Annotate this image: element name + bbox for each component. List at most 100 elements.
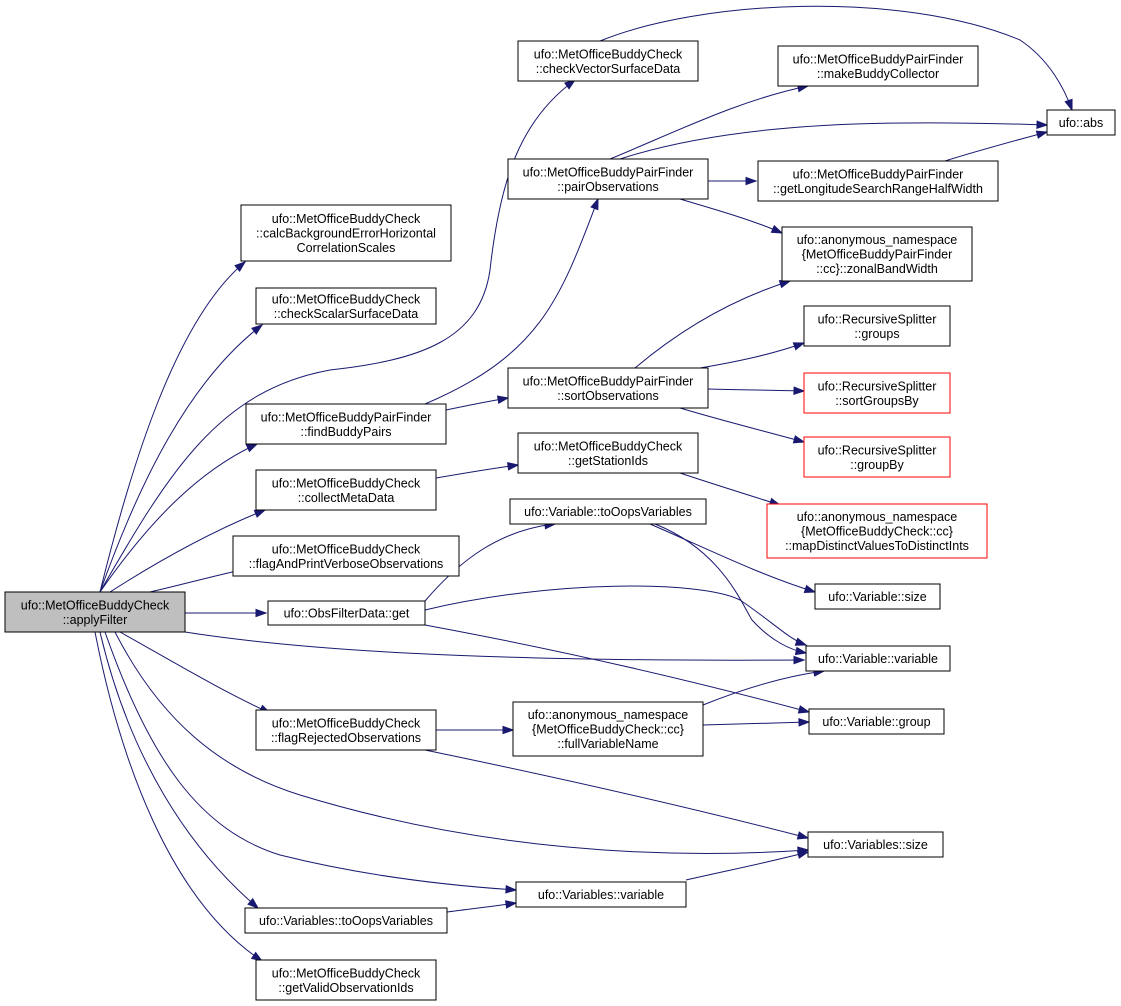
node-makeBuddy[interactable]: ufo::MetOfficeBuddyPairFinder::makeBuddy… bbox=[777, 45, 979, 87]
node-box bbox=[515, 881, 687, 908]
node-label-line: ufo::ObsFilterData::get bbox=[284, 607, 410, 621]
node-box bbox=[507, 367, 709, 409]
node-label-line: ::getValidObservationIds bbox=[278, 981, 413, 995]
node-box bbox=[509, 498, 707, 525]
node-varSize[interactable]: ufo::Variable::size bbox=[814, 583, 941, 610]
node-label-line: ufo::abs bbox=[1059, 116, 1103, 130]
node-mapDistinct[interactable]: ufo::anonymous_namespace{MetOfficeBuddyC… bbox=[766, 503, 988, 559]
node-label-line: ufo::MetOfficeBuddyCheck bbox=[21, 598, 170, 612]
node-label-line: ::fullVariableName bbox=[557, 737, 658, 751]
edge-applyFilter-to-findBuddyPairs bbox=[99, 443, 258, 593]
node-label-line: ::getLongitudeSearchRangeHalfWidth bbox=[773, 182, 983, 196]
edge-flagRejected-to-varsSize bbox=[424, 749, 809, 839]
node-label-line: ufo::MetOfficeBuddyCheck bbox=[272, 212, 421, 226]
edge-getLongitude-to-abs bbox=[944, 131, 1048, 162]
node-varVariable[interactable]: ufo::Variable::variable bbox=[805, 645, 951, 672]
node-label-line: ::sortGroupsBy bbox=[835, 394, 919, 408]
edge-pairObs-to-makeBuddy bbox=[609, 85, 809, 160]
node-label-line: ::flagAndPrintVerboseObservations bbox=[249, 557, 444, 571]
edge-getStationIds-to-mapDistinct bbox=[679, 472, 781, 506]
edge-applyFilter-to-flagRejected bbox=[119, 631, 271, 714]
node-box bbox=[757, 160, 999, 202]
node-sortObs[interactable]: ufo::MetOfficeBuddyPairFinder::sortObser… bbox=[507, 367, 709, 409]
node-label-line: ufo::Variables::variable bbox=[538, 888, 664, 902]
node-flagAndPrint[interactable]: ufo::MetOfficeBuddyCheck::flagAndPrintVe… bbox=[232, 535, 460, 577]
node-label-line: ufo::RecursiveSplitter bbox=[818, 379, 937, 393]
node-varsSize[interactable]: ufo::Variables::size bbox=[807, 831, 944, 858]
node-label-line: ufo::Variable::size bbox=[828, 590, 926, 604]
node-label-line: ::flagRejectedObservations bbox=[271, 731, 421, 745]
node-box bbox=[517, 432, 699, 474]
edge-applyFilter-to-varsVariable bbox=[104, 631, 517, 891]
node-label-line: ::groupBy bbox=[850, 458, 904, 472]
node-box bbox=[245, 403, 447, 445]
node-rsGroups[interactable]: ufo::RecursiveSplitter::groups bbox=[803, 305, 951, 347]
node-getLongitude[interactable]: ufo::MetOfficeBuddyPairFinder::getLongit… bbox=[757, 160, 999, 202]
node-label-line: ::applyFilter bbox=[63, 613, 128, 627]
node-label-line: {MetOfficeBuddyCheck::cc} bbox=[801, 525, 953, 539]
node-box bbox=[244, 907, 448, 934]
node-label-line: ufo::Variable::group bbox=[822, 715, 930, 729]
node-label-line: ufo::Variable::variable bbox=[818, 652, 938, 666]
arrowhead-collectMeta-to-getStationIds bbox=[507, 462, 520, 471]
node-varsToOops[interactable]: ufo::Variables::toOopsVariables bbox=[244, 907, 448, 934]
node-abs[interactable]: ufo::abs bbox=[1046, 109, 1116, 136]
node-applyFilter[interactable]: ufo::MetOfficeBuddyCheck::applyFilter bbox=[4, 591, 186, 633]
node-label-line: ufo::MetOfficeBuddyPairFinder bbox=[523, 374, 694, 388]
node-label-line: ufo::anonymous_namespace bbox=[797, 510, 958, 524]
arrowhead-applyFilter-to-checkScalar bbox=[251, 324, 264, 335]
arrowhead-varToOops-to-varSize bbox=[803, 584, 817, 594]
node-pairObs[interactable]: ufo::MetOfficeBuddyPairFinder::pairObser… bbox=[507, 158, 709, 200]
edges-layer bbox=[94, 5, 1073, 962]
node-rsSortGroupsBy[interactable]: ufo::RecursiveSplitter::sortGroupsBy bbox=[803, 372, 951, 414]
node-checkScalar[interactable]: ufo::MetOfficeBuddyCheck::checkScalarSur… bbox=[255, 287, 437, 325]
node-fullVarName[interactable]: ufo::anonymous_namespace{MetOfficeBuddyC… bbox=[512, 701, 704, 757]
node-calcBG[interactable]: ufo::MetOfficeBuddyCheck::calcBackground… bbox=[240, 204, 452, 262]
node-zonalBand[interactable]: ufo::anonymous_namespace{MetOfficeBuddyP… bbox=[781, 226, 973, 282]
node-collectMeta[interactable]: ufo::MetOfficeBuddyCheck::collectMetaDat… bbox=[255, 469, 437, 511]
arrowhead-sortObs-to-zonalBand bbox=[778, 280, 792, 289]
node-box bbox=[803, 372, 951, 414]
node-label-line: ::mapDistinctValuesToDistinctInts bbox=[785, 539, 969, 553]
node-box bbox=[255, 287, 437, 325]
node-label-line: ufo::MetOfficeBuddyCheck bbox=[272, 716, 421, 730]
node-findBuddyPairs[interactable]: ufo::MetOfficeBuddyPairFinder::findBuddy… bbox=[245, 403, 447, 445]
node-label-line: ufo::MetOfficeBuddyPairFinder bbox=[793, 52, 964, 66]
edge-applyFilter-to-varVariable bbox=[184, 631, 805, 661]
node-label-line: ufo::MetOfficeBuddyCheck bbox=[272, 542, 421, 556]
node-label-line: ufo::MetOfficeBuddyCheck bbox=[534, 439, 683, 453]
edge-applyFilter-to-checkScalar bbox=[99, 324, 263, 593]
node-label-line: ufo::Variables::toOopsVariables bbox=[259, 914, 433, 928]
node-checkVector[interactable]: ufo::MetOfficeBuddyCheck::checkVectorSur… bbox=[517, 40, 699, 82]
node-label-line: ::checkVectorSurfaceData bbox=[536, 62, 681, 76]
node-flagRejected[interactable]: ufo::MetOfficeBuddyCheck::flagRejectedOb… bbox=[255, 709, 437, 751]
arrowhead-pairObs-to-zonalBand bbox=[770, 224, 784, 234]
node-rsGroupBy[interactable]: ufo::RecursiveSplitter::groupBy bbox=[803, 436, 951, 478]
arrowhead-varsVariable-to-varsSize bbox=[796, 850, 810, 859]
edge-applyFilter-to-flagAndPrint bbox=[149, 568, 246, 593]
arrowhead-applyFilter-to-checkVector bbox=[563, 79, 577, 90]
node-label-line: ufo::MetOfficeBuddyCheck bbox=[272, 292, 421, 306]
arrowhead-findBuddyPairs-to-pairObs bbox=[590, 197, 599, 211]
node-box bbox=[267, 600, 426, 626]
arrowhead-varToOops-to-varVariable bbox=[794, 646, 808, 656]
edge-sortObs-to-zonalBand bbox=[634, 280, 791, 369]
node-varsVariable[interactable]: ufo::Variables::variable bbox=[515, 881, 687, 908]
node-box bbox=[512, 701, 704, 757]
node-obsGet[interactable]: ufo::ObsFilterData::get bbox=[267, 600, 426, 626]
node-label-line: ::cc}::zonalBandWidth bbox=[816, 262, 938, 276]
arrowhead-sortObs-to-rsGroupBy bbox=[792, 435, 806, 444]
arrowhead-applyFilter-to-varsToOops bbox=[247, 897, 260, 909]
node-label-line: ::makeBuddyCollector bbox=[817, 67, 939, 81]
node-getValidIds[interactable]: ufo::MetOfficeBuddyCheck::getValidObserv… bbox=[255, 959, 437, 1001]
edge-obsGet-to-varVariable bbox=[424, 585, 807, 646]
node-getStationIds[interactable]: ufo::MetOfficeBuddyCheck::getStationIds bbox=[517, 432, 699, 474]
arrowhead-obsGet-to-varVariable bbox=[794, 637, 808, 646]
node-varGroup[interactable]: ufo::Variable::group bbox=[808, 708, 945, 735]
node-box bbox=[1046, 109, 1116, 136]
node-label-line: ::getStationIds bbox=[568, 454, 648, 468]
edge-applyFilter-to-varsToOops bbox=[99, 631, 259, 909]
node-varToOops[interactable]: ufo::Variable::toOopsVariables bbox=[509, 498, 707, 525]
edge-applyFilter-to-calcBG bbox=[99, 261, 246, 593]
